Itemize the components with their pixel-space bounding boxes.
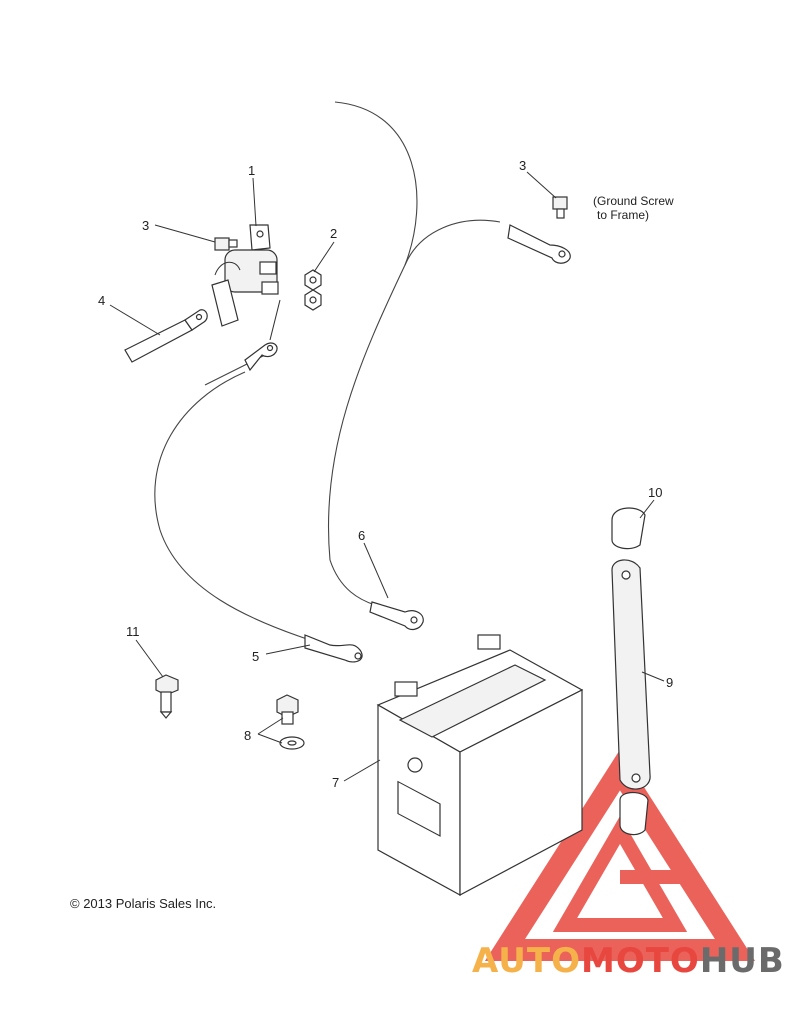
callout-2: 2 xyxy=(330,226,337,241)
callout-3-right: 3 xyxy=(519,158,526,173)
strap-part-9 xyxy=(611,559,651,790)
callout-8: 8 xyxy=(244,728,251,743)
cable-4 xyxy=(124,309,208,363)
ground-note-line1: (Ground Screw xyxy=(593,194,674,208)
ground-note-line2: to Frame) xyxy=(597,208,649,222)
callout-4: 4 xyxy=(98,293,105,308)
watermark-logo-icon xyxy=(484,749,756,961)
callout-10: 10 xyxy=(648,485,662,500)
cable-5-terminal-bottom xyxy=(304,634,363,663)
watermark-text-moto: MOTO xyxy=(581,941,700,981)
cable-5 xyxy=(154,371,311,641)
cable-6-inner xyxy=(384,219,501,621)
bolt-washer-8 xyxy=(276,694,305,750)
callout-5: 5 xyxy=(252,649,259,664)
screw-3-right xyxy=(552,196,568,219)
leader-lines xyxy=(109,171,665,782)
battery-part-7 xyxy=(376,634,584,897)
clip-part-10 xyxy=(611,507,649,836)
watermark-text-auto: AUTO xyxy=(472,941,581,981)
nut-2-pair xyxy=(304,269,322,311)
ground-cable-terminal xyxy=(507,224,571,264)
callout-3-left: 3 xyxy=(142,218,149,233)
callout-6: 6 xyxy=(358,528,365,543)
screw-3-left xyxy=(214,237,238,251)
callout-11: 11 xyxy=(126,624,140,639)
cable-6-outer xyxy=(327,101,418,606)
bolt-11 xyxy=(155,674,179,719)
copyright-text: © 2013 Polaris Sales Inc. xyxy=(70,896,216,911)
watermark-text-hub: HUB xyxy=(700,941,785,981)
callout-9: 9 xyxy=(666,675,673,690)
callout-7: 7 xyxy=(332,775,339,790)
callout-1: 1 xyxy=(248,163,255,178)
cable-6-terminal xyxy=(369,601,424,631)
solenoid-part-1 xyxy=(211,224,279,327)
cable-5-terminal-top xyxy=(244,342,278,372)
watermark-text: AUTOMOTOHUB xyxy=(472,941,785,981)
